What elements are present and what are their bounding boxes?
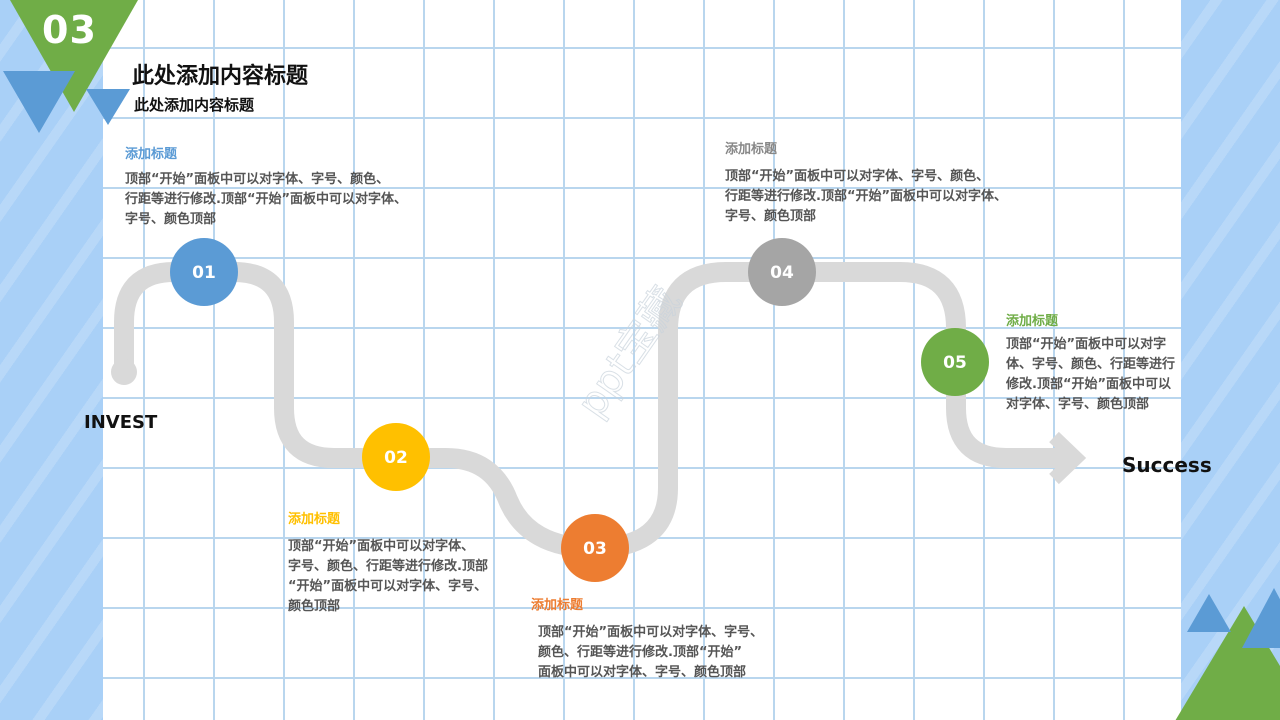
step-4-number: 04: [770, 263, 794, 283]
step-2-line: 颜色顶部: [288, 599, 341, 614]
process-path: [114, 262, 1068, 558]
step-3-title: 添加标题: [531, 598, 584, 613]
step-1-number: 01: [192, 263, 216, 283]
corner-triangle-blue-left: [3, 71, 75, 133]
step-5-title: 添加标题: [1006, 314, 1059, 329]
step-3-number: 03: [583, 539, 607, 559]
step-4-title: 添加标题: [725, 142, 778, 157]
step-1-line: 顶部“开始”面板中可以对字体、字号、颜色、: [125, 172, 390, 187]
step-3-line: 顶部“开始”面板中可以对字体、字号、: [538, 625, 764, 640]
page-title: 此处添加内容标题: [132, 64, 309, 89]
step-nodes: 01 02 03 04 05: [170, 238, 989, 582]
step-5-line: 修改.顶部“开始”面板中可以: [1006, 377, 1172, 392]
step-2-line: 字号、颜色、行距等进行修改.顶部: [288, 559, 488, 574]
step-4-circle: [748, 238, 816, 306]
path-arrow-head: [1049, 431, 1087, 485]
step-5-body: 顶部“开始”面板中可以对字 体、字号、颜色、行距等进行 修改.顶部“开始”面板中…: [1006, 335, 1175, 415]
step-5-line: 对字体、字号、颜色顶部: [1006, 397, 1150, 412]
bottom-triangle-blue-small: [1187, 594, 1231, 632]
step-1-body: 顶部“开始”面板中可以对字体、字号、颜色、 行距等进行修改.顶部“开始”面板中可…: [125, 170, 407, 230]
step-1-line: 字号、颜色顶部: [125, 212, 217, 227]
step-2-line: “开始”面板中可以对字体、字号、: [288, 579, 488, 594]
end-label: Success: [1122, 453, 1212, 477]
step-2-circle: [362, 423, 430, 491]
step-4-line: 行距等进行修改.顶部“开始”面板中可以对字体、: [725, 189, 1008, 204]
step-3-line: 颜色、行距等进行修改.顶部“开始”: [538, 645, 743, 660]
step-3-line: 面板中可以对字体、字号、颜色顶部: [538, 665, 747, 680]
step-5-line: 顶部“开始”面板中可以对字: [1006, 337, 1167, 352]
page-subtitle: 此处添加内容标题: [134, 96, 255, 114]
step-1-line: 行距等进行修改.顶部“开始”面板中可以对字体、: [125, 192, 408, 207]
step-4-body: 顶部“开始”面板中可以对字体、字号、颜色、 行距等进行修改.顶部“开始”面板中可…: [725, 167, 1007, 227]
step-1-circle: [170, 238, 238, 306]
step-3-body: 顶部“开始”面板中可以对字体、字号、 颜色、行距等进行修改.顶部“开始” 面板中…: [538, 623, 763, 683]
step-4-line: 顶部“开始”面板中可以对字体、字号、颜色、: [725, 169, 990, 184]
corner-triangle-blue-right: [86, 89, 130, 125]
bottom-triangle-blue-right: [1242, 588, 1280, 648]
step-4-line: 字号、颜色顶部: [725, 209, 817, 224]
step-2-body: 顶部“开始”面板中可以对字体、 字号、颜色、行距等进行修改.顶部 “开始”面板中…: [288, 537, 488, 617]
step-5-number: 05: [943, 353, 967, 373]
step-2-number: 02: [384, 448, 408, 468]
path-start-dot: [111, 359, 137, 385]
start-label: INVEST: [84, 412, 158, 433]
step-2-title: 添加标题: [288, 512, 341, 527]
step-5-line: 体、字号、颜色、行距等进行: [1006, 357, 1176, 372]
step-5-circle: [921, 328, 989, 396]
step-3-circle: [561, 514, 629, 582]
step-2-line: 顶部“开始”面板中可以对字体、: [288, 539, 475, 554]
step-1-title: 添加标题: [125, 147, 178, 162]
section-number: 03: [42, 8, 97, 52]
